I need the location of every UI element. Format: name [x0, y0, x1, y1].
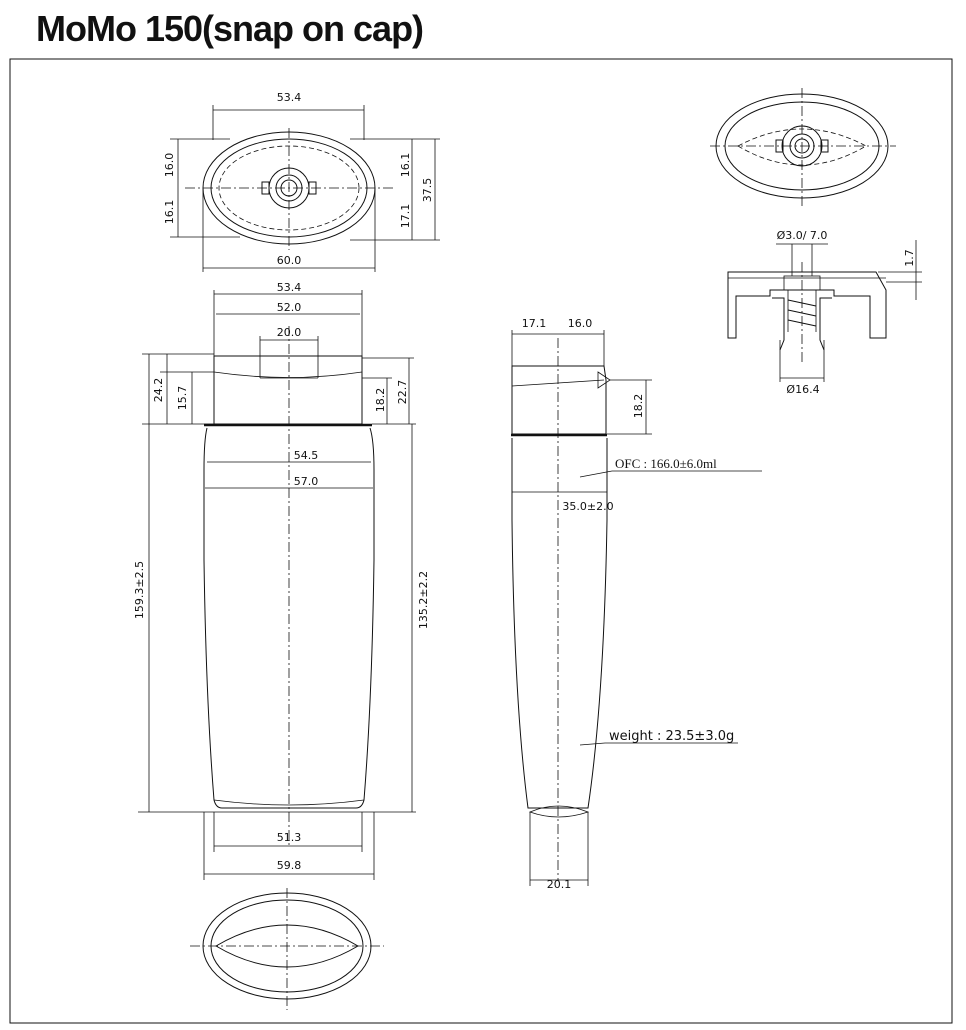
dim-side-body-depth: 35.0±2.0 [562, 500, 613, 513]
dim-front-cap-height-outer: 24.2 [152, 378, 165, 403]
dim-front-base-inner: 51.3 [277, 831, 302, 844]
dim-top-right-lower: 17.1 [399, 204, 412, 229]
front-cap [213, 355, 363, 425]
dim-top-width-outer: 53.4 [277, 91, 302, 104]
dim-top-left-lower: 16.1 [163, 200, 176, 225]
dim-cap-orifice: Ø3.0/ 7.0 [777, 229, 828, 242]
cap-top-detail [710, 88, 896, 206]
side-body [511, 438, 608, 809]
dim-front-total-height: 159.3±2.5 [133, 561, 146, 619]
dim-front-cap-width: 53.4 [277, 281, 302, 294]
dim-front-base-width: 59.8 [277, 859, 302, 872]
top-view: 53.4 60.0 16.0 16.1 16.1 17.1 37.5 [163, 91, 440, 272]
dim-cap-lip-height: 1.7 [903, 249, 916, 267]
bottom-view [190, 888, 384, 1010]
weight-note: weight : 23.5±3.0g [609, 729, 734, 744]
cap-section-detail: Ø3.0/ 7.0 1.7 Ø16.4 [727, 229, 922, 396]
dim-side-cap-right: 16.0 [568, 317, 593, 330]
dim-side-cap-left: 17.1 [522, 317, 547, 330]
dim-top-left-upper: 16.0 [163, 153, 176, 178]
dim-top-right-upper: 16.1 [399, 153, 412, 178]
dim-front-cap-inner: 52.0 [277, 301, 302, 314]
top-view-hinge [261, 181, 317, 195]
dim-front-shoulder: 54.5 [294, 449, 319, 462]
dim-front-body-height: 135.2±2.2 [417, 571, 430, 629]
dim-side-base-depth: 20.1 [547, 878, 572, 891]
side-cap [511, 365, 607, 435]
page-title: MoMo 150(snap on cap) [36, 8, 424, 49]
ofc-note: OFC : 166.0±6.0ml [615, 456, 717, 471]
dim-top-width-total: 60.0 [277, 254, 302, 267]
dim-front-cap-height-inner: 15.7 [176, 386, 189, 411]
dim-front-cap-right-2: 22.7 [396, 380, 409, 405]
front-view: 53.4 52.0 20.0 54.5 57.0 24.2 15.7 159.3… [133, 281, 430, 880]
drawing-frame [9, 58, 953, 1024]
dim-top-depth-total: 37.5 [421, 178, 434, 203]
dim-front-spout: 20.0 [277, 326, 302, 339]
dim-side-cap-height: 18.2 [632, 394, 645, 419]
side-view: 17.1 16.0 18.2 OFC : 166.0±6.0ml 35.0±2.… [511, 317, 762, 891]
dim-cap-neck-dia: Ø16.4 [786, 383, 819, 396]
dim-front-body-width: 57.0 [294, 475, 319, 488]
dim-front-cap-right-1: 18.2 [374, 388, 387, 413]
front-spout [259, 356, 319, 379]
